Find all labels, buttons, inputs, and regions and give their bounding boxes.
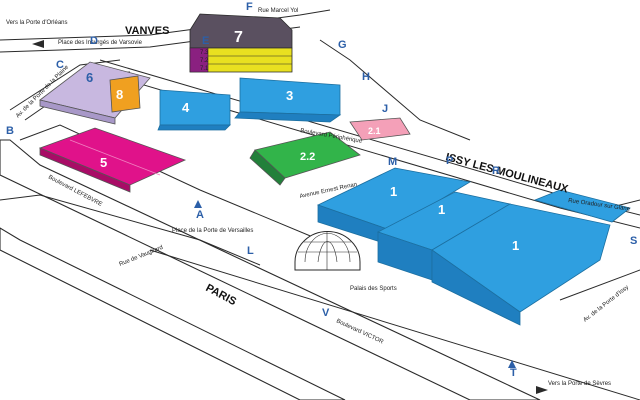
hall-3-label: 3: [286, 88, 293, 103]
hall-4[interactable]: 4: [157, 89, 231, 131]
arrow-up-icon: [194, 200, 202, 208]
hall-5[interactable]: 5: [38, 127, 187, 193]
gate-s[interactable]: S: [630, 235, 637, 247]
hall-7-level-1: 7.1: [200, 66, 209, 72]
gate-r[interactable]: R: [492, 165, 500, 177]
street-palais-sports: Palais des Sports: [350, 286, 397, 292]
hall-7[interactable]: 7 7.3 7.2 7.1: [189, 13, 293, 73]
gate-g[interactable]: G: [338, 39, 347, 51]
hall-1-east-label: 1: [512, 238, 519, 253]
street-place-insurges: Place des Insurgés de Varsovie: [58, 40, 143, 46]
street-porte-sevres: Vers la Porte de Sèvres: [548, 381, 611, 387]
palais-des-sports-dome[interactable]: [294, 231, 361, 271]
gate-t[interactable]: T: [510, 367, 517, 379]
gate-v[interactable]: V: [322, 307, 330, 319]
gate-c[interactable]: C: [56, 59, 64, 71]
street-porte-orleans: Vers la Porte d'Orléans: [6, 20, 68, 26]
hall-3[interactable]: 3: [234, 77, 342, 123]
hall-2-1-label: 2.1: [368, 126, 381, 136]
hall-7-level-2: 7.2: [200, 58, 209, 64]
hall-1-middle[interactable]: 1: [376, 191, 512, 281]
hall-1-east[interactable]: 1: [431, 189, 631, 326]
gate-f[interactable]: F: [246, 1, 253, 13]
place-issy: ISSY LES MOULINEAUX: [444, 151, 570, 195]
street-place-porte-versailles: Place de la Porte de Versailles: [172, 228, 253, 234]
gate-m[interactable]: M: [388, 156, 397, 168]
hall-1-west-label: 1: [390, 184, 397, 199]
hall-2-2-label: 2.2: [300, 151, 315, 163]
gate-l[interactable]: L: [247, 245, 254, 257]
gate-p[interactable]: P: [446, 155, 453, 167]
street-rue-marcel-yol: Rue Marcel Yol: [258, 8, 298, 14]
hall-2-1[interactable]: 2.1: [349, 117, 411, 141]
hall-7-level-3: 7.3: [200, 50, 209, 56]
hall-8-label: 8: [116, 87, 123, 102]
hall-4-label: 4: [182, 100, 190, 115]
gate-a[interactable]: A: [196, 209, 204, 221]
hall-2-2[interactable]: 2.2: [249, 131, 361, 186]
hall-5-label: 5: [100, 155, 107, 170]
street-rue-vaugirard: Rue de Vaugirard: [119, 245, 164, 268]
arrow-left-icon: [32, 40, 44, 48]
direction-arrows: [32, 40, 548, 394]
gate-j[interactable]: J: [382, 103, 388, 115]
gate-e[interactable]: E: [202, 35, 209, 47]
gate-d[interactable]: D: [90, 35, 98, 47]
gate-h[interactable]: H: [362, 71, 370, 83]
gate-b[interactable]: B: [6, 125, 14, 137]
hall-6-label: 6: [86, 70, 93, 85]
gate-markers: A B C D E F G H J L M P R S T V: [6, 1, 637, 379]
arrow-right-icon: [536, 386, 548, 394]
hall-1-middle-label: 1: [438, 202, 445, 217]
hall-7-label: 7: [234, 29, 243, 46]
place-vanves: VANVES: [125, 25, 169, 37]
street-av-porte-issy: Av. de la Porte d'Issy: [583, 285, 631, 324]
hall-8[interactable]: 8: [109, 75, 141, 113]
arrow-up-icon: [508, 360, 516, 368]
